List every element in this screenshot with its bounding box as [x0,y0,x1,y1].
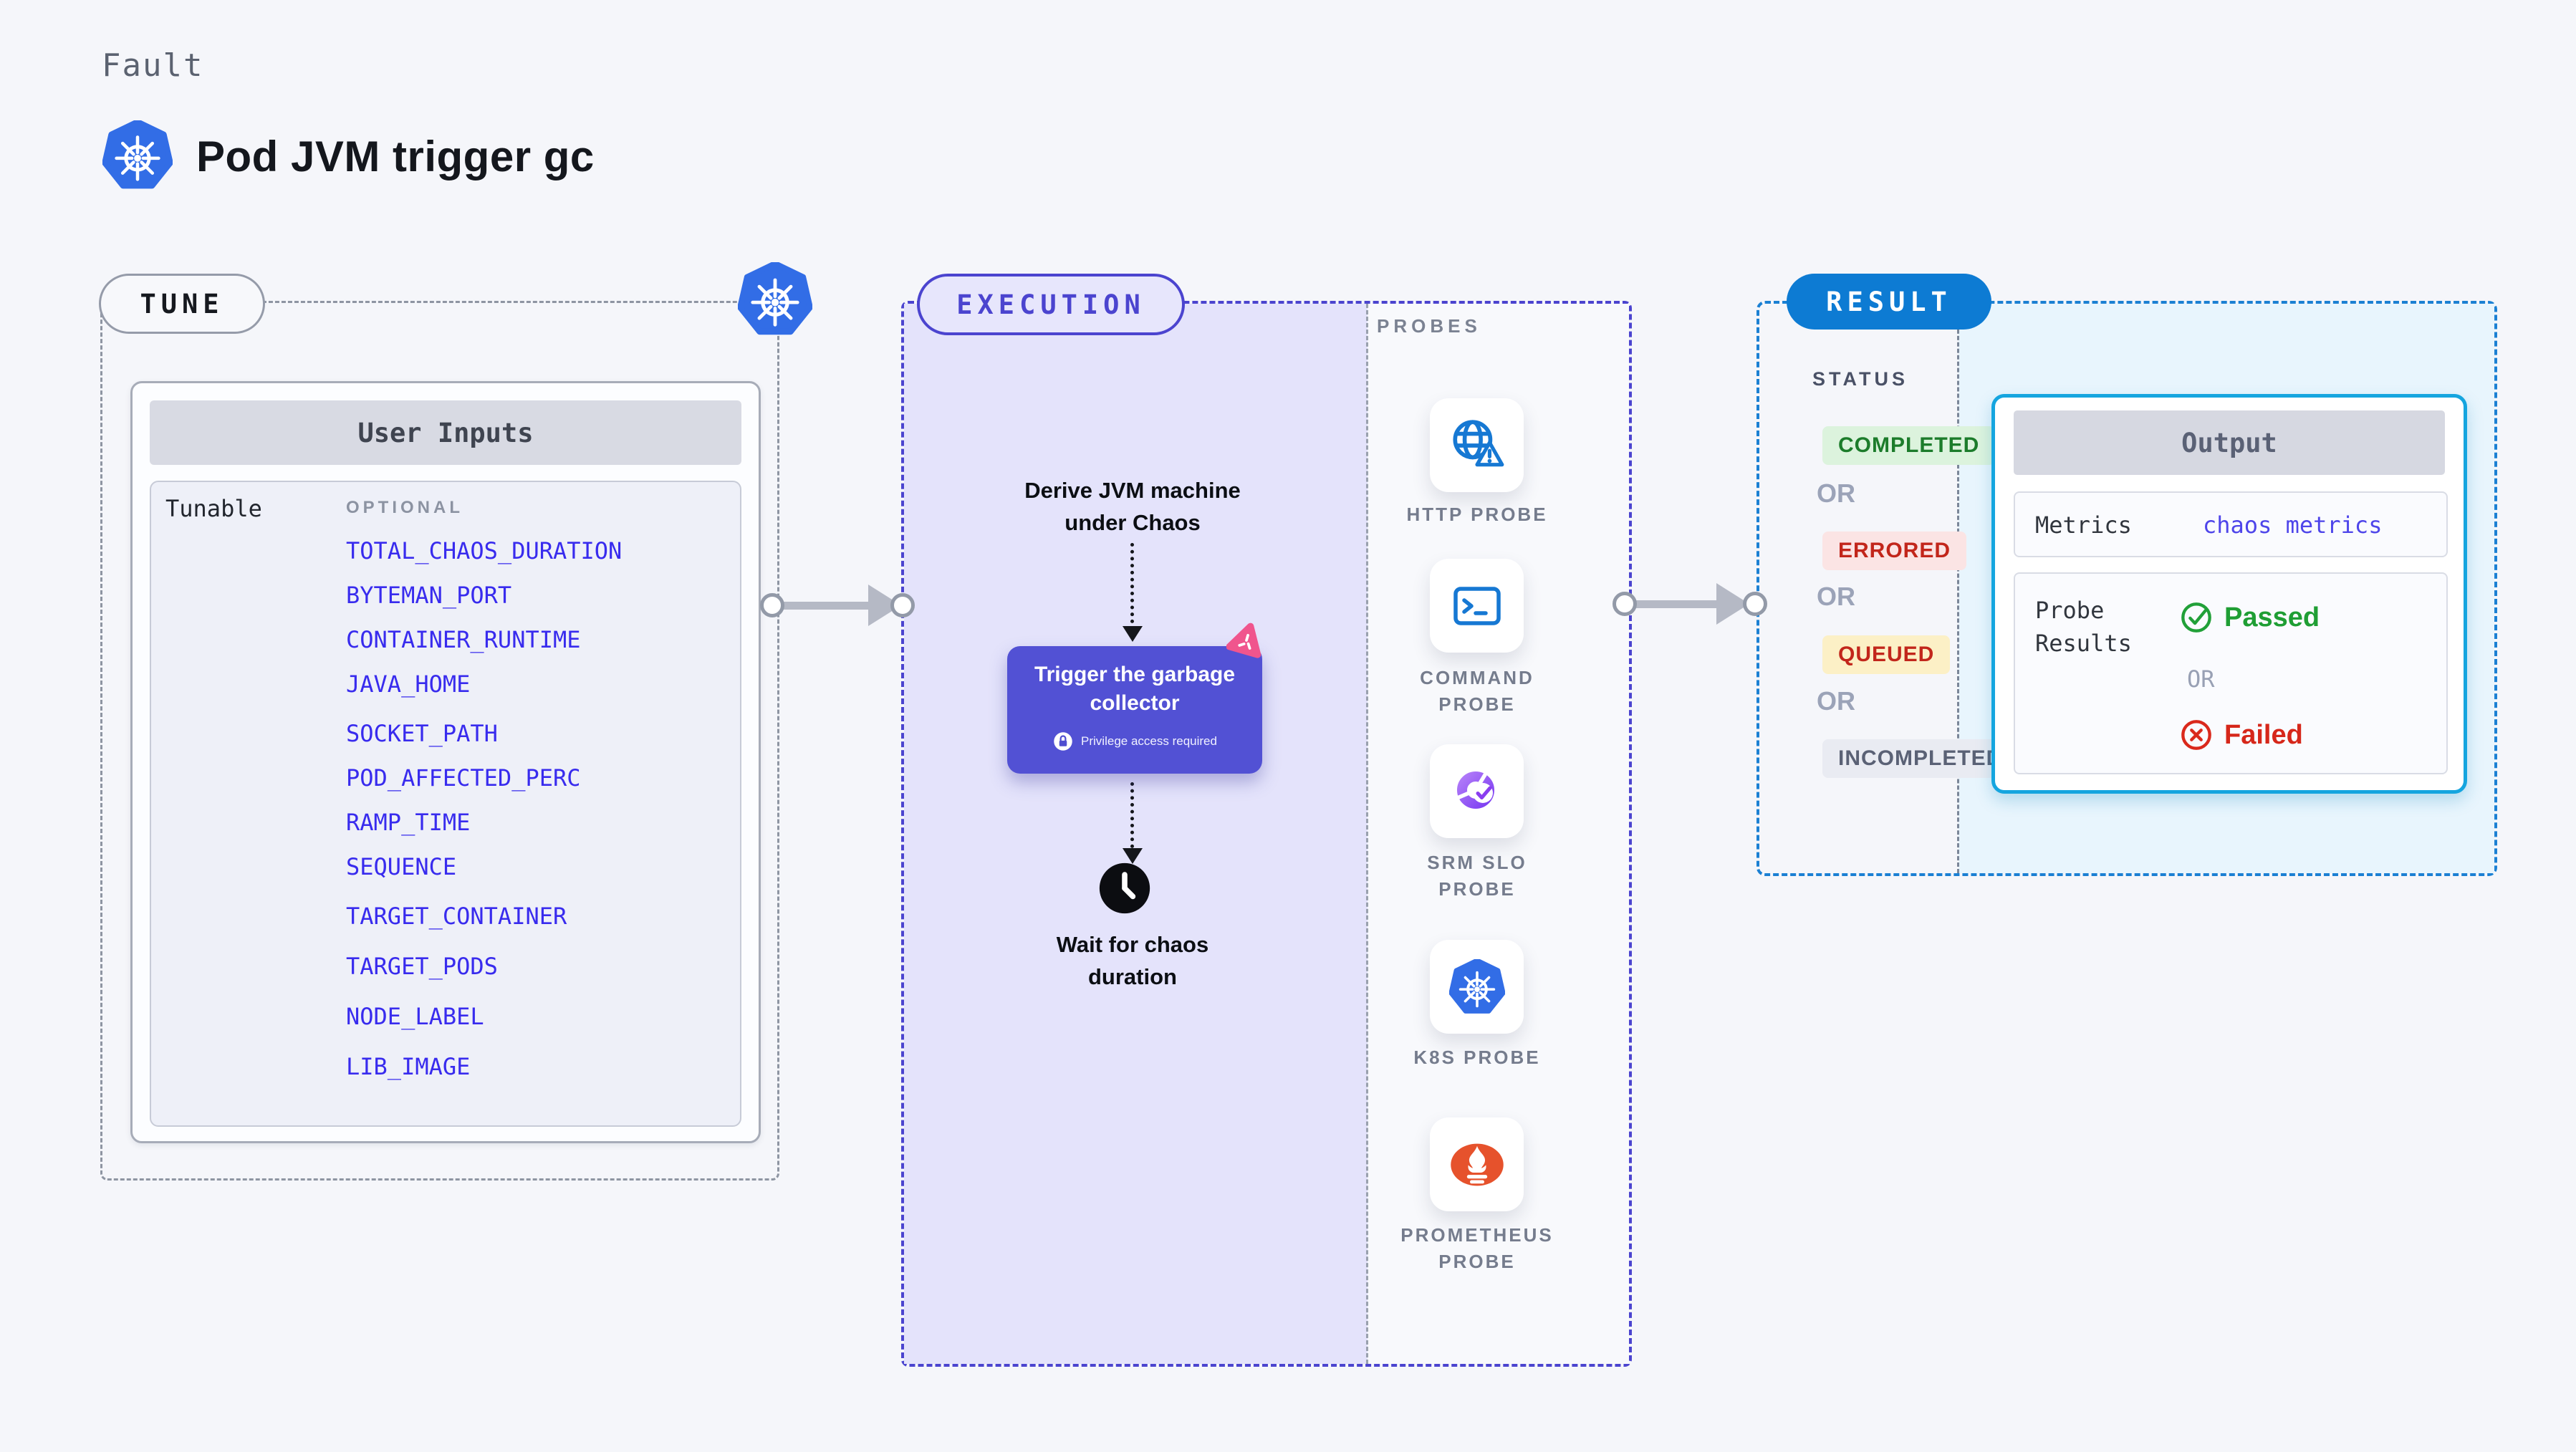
user-inputs-card: User Inputs Tunable OPTIONAL TOTAL_CHAOS… [130,381,761,1143]
probe-label-prometheus: PROMETHEUS PROBE [1400,1224,1554,1272]
result-divider [1957,304,1959,873]
arrow-down-icon [1123,848,1143,864]
privilege-note: Privilege access required [1081,734,1217,748]
connector-dot [890,593,915,617]
status-badge-incompleted: INCOMPLETED [1822,739,2019,778]
slo-gauge-icon [1454,769,1494,809]
tunable-label: Tunable [165,495,262,522]
arrow-line [782,602,868,610]
probe-results-label: Probe Results [2035,597,2132,657]
user-inputs-title: User Inputs [150,400,741,465]
param-socket-path: SOCKET_PATH [346,720,498,747]
lock-icon [1054,732,1072,751]
connector-dot [1743,592,1767,616]
param-ramp-time: RAMP_TIME [346,809,471,836]
tune-badge: TUNE [99,274,265,334]
kubernetes-icon [738,262,812,336]
failed-label: Failed [2224,719,2303,750]
param-container-runtime: CONTAINER_RUNTIME [346,626,581,653]
probe-card-command [1430,559,1524,653]
or-label: OR [1817,479,1855,508]
param-node-label: NODE_LABEL [346,1003,484,1030]
param-target-pods: TARGET_PODS [346,953,498,980]
or-label: OR [1817,582,1855,611]
trigger-gc-title: Trigger the garbage collector [1034,663,1236,715]
derive-step-label: Derive JVM machine under Chaos [1024,478,1241,535]
probe-label-http: HTTP PROBE [1406,504,1548,525]
passed-label: Passed [2224,602,2320,633]
param-target-container: TARGET_CONTAINER [346,903,567,930]
probe-label-srm-slo: SRM SLO PROBE [1427,852,1527,900]
fault-kicker: Fault [102,47,204,84]
chaos-badge-icon [1226,622,1261,658]
privilege-row: Privilege access required [1007,731,1262,752]
execution-fill [904,304,1368,1364]
execution-section [901,301,1632,1367]
metrics-value: chaos metrics [2203,511,2383,539]
flow-dotted-line [1130,782,1134,848]
arrow-line [1635,600,1716,608]
probe-card-k8s [1430,940,1524,1034]
param-byteman-port: BYTEMAN_PORT [346,582,512,609]
tunable-panel: Tunable OPTIONAL TOTAL_CHAOS_DURATION BY… [150,481,741,1127]
page-title: Pod JVM trigger gc [196,133,595,181]
output-title: Output [2014,410,2445,475]
result-badge: RESULT [1787,274,1991,330]
connector-dot [1613,592,1637,616]
probe-label-k8s: K8S PROBE [1413,1047,1541,1068]
tune-section [100,301,779,1181]
probe-card-srm-slo [1430,744,1524,838]
output-card: Output Metrics chaos metrics Probe Resul… [1991,394,2467,794]
optional-label: OPTIONAL [346,498,463,517]
trigger-gc-node: Trigger the garbage collector Privilege … [1007,646,1262,774]
check-circle-icon [2181,602,2211,633]
probe-card-prometheus [1430,1117,1524,1211]
param-pod-affected-perc: POD_AFFECTED_PERC [346,764,581,792]
globe-warning-icon [1452,419,1504,466]
status-badge-errored: ERRORED [1822,532,1967,570]
status-badge-queued: QUEUED [1822,635,1951,674]
wait-step-label: Wait for chaos duration [1056,932,1209,989]
arrow-down-icon [1123,626,1143,642]
execution-badge: EXECUTION [917,274,1185,335]
param-lib-image: LIB_IMAGE [346,1053,471,1080]
probes-label: PROBES [1377,315,1481,337]
param-java-home: JAVA_HOME [346,670,471,698]
terminal-icon [1453,586,1501,625]
or-label: OR [2187,665,2215,693]
status-badge-completed: COMPLETED [1822,426,1996,465]
kubernetes-icon [1449,959,1505,1015]
param-sequence: SEQUENCE [346,853,457,880]
status-label: STATUS [1812,368,1908,390]
x-circle-icon [2181,720,2211,750]
probe-label-command: COMMAND PROBE [1420,667,1534,715]
prometheus-icon [1450,1143,1504,1186]
probes-divider [1366,304,1368,1364]
metrics-label: Metrics [2035,511,2132,539]
param-total-chaos-duration: TOTAL_CHAOS_DURATION [346,537,623,564]
connector-dot [760,593,784,617]
probe-card-http [1430,398,1524,492]
passed-line: Passed [2180,601,2320,634]
or-label: OR [1817,686,1855,716]
probe-results-row: Probe Results Passed OR Failed [2014,572,2448,774]
kubernetes-icon [102,120,173,191]
flow-dotted-line [1130,543,1134,623]
failed-line: Failed [2180,718,2303,751]
metrics-row: Metrics chaos metrics [2014,491,2448,557]
clock-icon [1099,862,1150,914]
